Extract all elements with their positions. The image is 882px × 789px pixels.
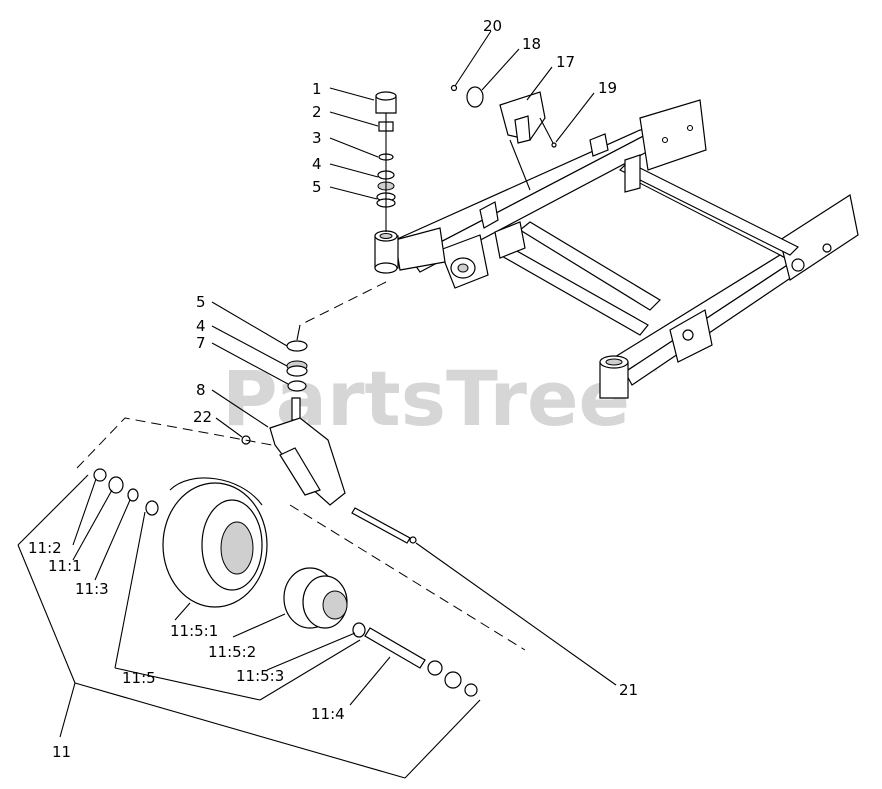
label-11-5-1: 11:5:1 (170, 622, 218, 640)
label-18: 18 (522, 35, 541, 53)
label-4-mid: 4 (196, 317, 206, 335)
label-17: 17 (556, 53, 575, 71)
label-8: 8 (196, 381, 206, 399)
label-11-3: 11:3 (75, 580, 109, 598)
label-21: 21 (619, 681, 638, 699)
leader-lines (17, 30, 617, 779)
label-7: 7 (196, 334, 206, 352)
part-labels: 1 2 3 4 5 5 4 7 8 22 20 18 17 19 21 11:2… (28, 17, 638, 761)
top-parts-stack (375, 91, 397, 232)
label-20: 20 (483, 17, 502, 35)
label-11-5-3: 11:5:3 (236, 667, 284, 685)
label-4-top: 4 (312, 155, 322, 173)
label-11-5-2: 11:5:2 (208, 643, 256, 661)
label-11-4: 11:4 (311, 705, 345, 723)
label-22: 22 (193, 408, 212, 426)
label-2: 2 (312, 103, 322, 121)
label-3: 3 (312, 129, 322, 147)
label-5-top: 5 (312, 178, 322, 196)
label-1: 1 (312, 80, 322, 98)
label-11-5: 11:5 (122, 669, 156, 687)
label-5-mid: 5 (196, 293, 206, 311)
bracket-assembly (450, 84, 557, 191)
middle-parts-stack (241, 281, 387, 506)
mower-frame (374, 99, 859, 399)
label-11: 11 (52, 743, 71, 761)
wheel-assembly (76, 417, 526, 697)
label-11-1: 11:1 (48, 557, 82, 575)
label-19: 19 (598, 79, 617, 97)
label-11-2: 11:2 (28, 539, 62, 557)
